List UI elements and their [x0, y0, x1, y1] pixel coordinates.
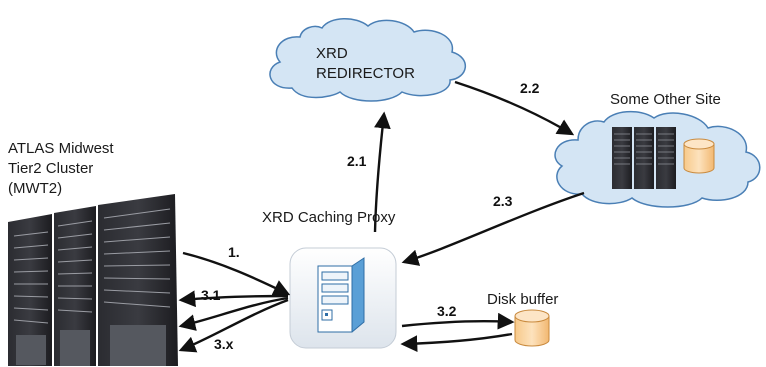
proxy-server-icon	[289, 247, 397, 349]
edge-3-x-arrow-b	[178, 298, 289, 353]
edge-2-1-arrow	[373, 111, 391, 233]
edge-3-2-label: 3.2	[437, 303, 457, 319]
disk-buffer-label: Disk buffer	[487, 291, 559, 308]
other-site-server-icon	[612, 127, 676, 189]
cluster-label-line3: (MWT2)	[8, 180, 63, 197]
edge-3-x-label: 3.x	[214, 336, 234, 352]
edge-1-label: 1.	[228, 244, 240, 260]
redirector-cloud	[269, 18, 466, 102]
redirector-label-line1: XRD	[316, 45, 348, 62]
edge-3-1-label: 3.1	[201, 287, 221, 303]
other-site-disk-icon	[683, 138, 715, 174]
edge-3-2-return-arrow	[400, 332, 513, 353]
edge-2-2-label: 2.2	[520, 80, 540, 96]
cluster-server-racks	[8, 194, 178, 366]
edge-3-1-arrow	[178, 290, 289, 308]
other-site-label: Some Other Site	[610, 91, 721, 108]
redirector-label-line2: REDIRECTOR	[316, 65, 415, 82]
edge-3-2-arrow	[401, 312, 515, 330]
edge-1-arrow	[182, 251, 291, 296]
edge-2-3-label: 2.3	[493, 193, 513, 209]
cluster-label-line1: ATLAS Midwest	[8, 140, 114, 157]
edge-2-2-arrow	[454, 80, 575, 136]
disk-buffer-icon	[514, 309, 550, 347]
proxy-label: XRD Caching Proxy	[262, 209, 396, 226]
cluster-label-line2: Tier2 Cluster	[8, 160, 94, 177]
edge-2-1-label: 2.1	[347, 153, 367, 169]
edge-3-x-arrow-a	[178, 296, 289, 331]
edge-2-3-arrow	[401, 191, 585, 266]
